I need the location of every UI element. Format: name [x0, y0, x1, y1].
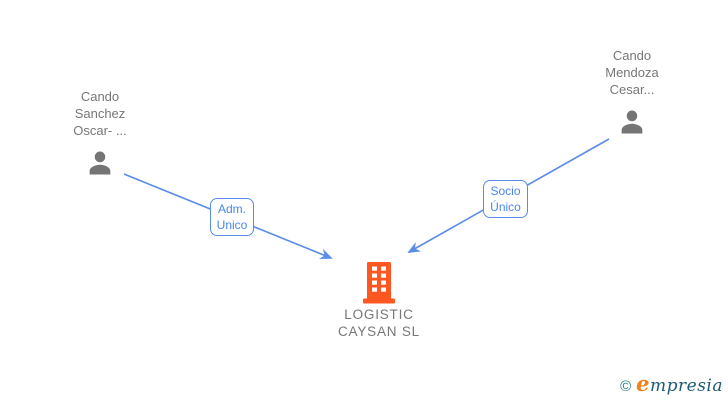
edge-label-socio-unico: Socio Único	[483, 180, 528, 218]
person-node-cando-sanchez[interactable]: Cando Sanchez Oscar- ...	[30, 88, 170, 179]
person-node-cando-mendoza[interactable]: Cando Mendoza Cesar...	[562, 47, 702, 138]
edge-label-adm-unico: Adm. Unico	[210, 198, 254, 236]
node-label-line: Cando	[80, 89, 120, 104]
edge-label-line: Único	[490, 200, 521, 214]
person-icon[interactable]	[85, 147, 115, 179]
edge-label-line: Socio	[490, 184, 521, 198]
company-label: LOGISTIC CAYSAN SL	[338, 306, 420, 340]
node-label-line: LOGISTIC	[344, 307, 414, 322]
edge-label-line: Unico	[216, 218, 248, 232]
copyright-icon: ©	[620, 378, 632, 395]
node-label: Cando Sanchez Oscar- ...	[73, 88, 126, 139]
node-label-line: Mendoza	[605, 65, 659, 80]
node-label-line: Cando	[612, 48, 652, 63]
edge-label-line: Adm.	[217, 202, 246, 216]
logo-text: mpresia	[650, 376, 723, 396]
node-label-line: CAYSAN SL	[338, 324, 420, 339]
node-label: Cando Mendoza Cesar...	[605, 47, 658, 98]
building-icon[interactable]	[361, 262, 397, 304]
company-node-logistic-caysan[interactable]: LOGISTIC CAYSAN SL	[299, 262, 459, 340]
node-label-line: Cesar...	[609, 82, 655, 97]
node-label-line: Oscar- ...	[73, 123, 127, 138]
node-label-line: Sanchez	[74, 106, 126, 121]
logo-letter-e: e	[636, 371, 650, 396]
person-icon[interactable]	[617, 106, 647, 138]
empresia-logo[interactable]: © empresia	[620, 371, 723, 396]
logo-wordmark: empresia	[636, 371, 723, 396]
